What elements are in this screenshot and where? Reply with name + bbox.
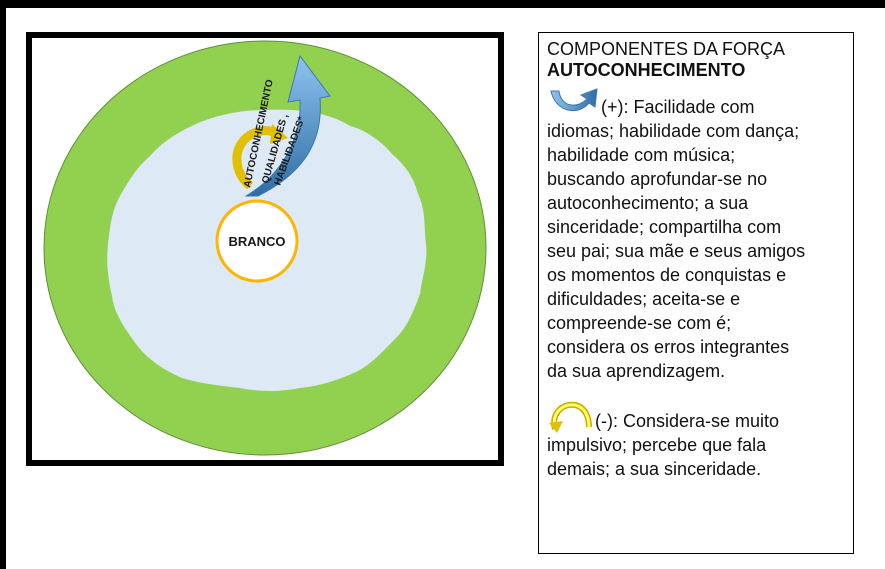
legend-subtitle: AUTOCONHECIMENTO [547,60,746,80]
legend-positive-line-10: considera os erros integrantes [547,337,790,357]
legend-positive-line-0: (+): Facilidade com [547,87,845,119]
legend-positive-text-0: (+): Facilidade com [601,97,755,117]
legend-negative-line-0: (-): Considera-se muito [547,401,845,433]
legend-negative-line-1: impulsivo; percebe que fala [547,435,767,455]
legend-positive-line-9: compreende-se com é; [547,313,732,333]
center-circle [215,199,299,283]
legend-positive-line-4: autoconhecimento; a sua [547,193,749,213]
diagram-panel: AUTOCONHECIMENTO QUALIDADES , HABILIDADE… [26,32,504,466]
blue-curved-arrow-icon [550,88,598,112]
legend-positive-line-1: idiomas; habilidade com dança; [547,121,800,141]
legend-negative-entry: (-): Considera-se muito impulsivo; perce… [547,401,845,481]
yellow-arrow-head [270,124,288,144]
legend-positive-entry: (+): Facilidade com idiomas; habilidade … [547,87,845,383]
yellow-curved-arrow-icon [549,401,592,433]
concentric-circles-diagram: AUTOCONHECIMENTO QUALIDADES , HABILIDADE… [43,40,487,456]
legend-negative-text-0: (-): Considera-se muito [595,411,780,431]
legend-title: COMPONENTES DA FORÇA [547,39,786,59]
legend-positive-line-2: habilidade com música; [547,145,736,165]
legend-positive-line-5: sinceridade; compartilha com [547,217,782,237]
legend-positive-line-11: da sua aprendizagem. [547,361,726,381]
legend-box: COMPONENTES DA FORÇA AUTOCONHECIMENTO (+… [538,32,854,554]
legend-positive-line-6: seu pai; sua mãe e seus amigos [547,241,806,261]
legend-positive-line-3: buscando aprofundar-se no [547,169,768,189]
yellow-curved-arrow [232,126,281,190]
blue-curved-arrow [244,54,331,197]
center-label: BRANCO [228,234,285,249]
legend-negative-line-2: demais; a sua sinceridade. [547,459,762,479]
legend-positive-line-7: os momentos de conquistas e [547,265,787,285]
legend-positive-line-8: dificuldades; aceita-se e [547,289,741,309]
